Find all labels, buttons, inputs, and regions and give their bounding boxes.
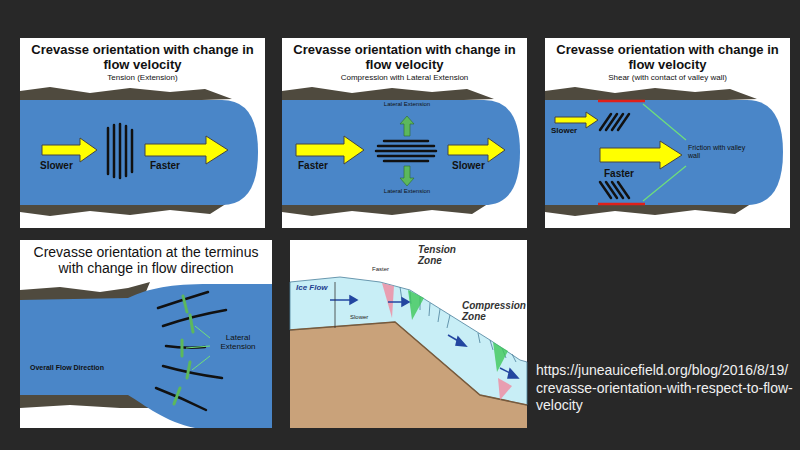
panel	[20, 38, 265, 228]
panel: Crevasse orientation at the terminus wit…	[20, 240, 272, 284]
panel	[545, 38, 790, 228]
panel-title: Crevasse orientation with change in flow…	[290, 42, 519, 72]
extension-label: Lateral Extension	[382, 101, 432, 108]
extension-label: Lateral Extension	[212, 334, 264, 352]
flow-label: Faster	[150, 160, 220, 171]
panel-title: Crevasse orientation with change in flow…	[553, 42, 782, 72]
friction	[598, 101, 686, 204]
extension-arrows	[400, 116, 414, 186]
flow-label: Faster	[298, 160, 358, 171]
panel-subtitle: Shear (with contact of valley wall)	[553, 73, 782, 83]
terminus	[20, 282, 272, 428]
leader-lines	[186, 326, 210, 370]
glacier	[545, 87, 783, 216]
flow-label: Faster	[604, 168, 654, 179]
panel-title: Crevasse orientation with change in flow…	[28, 42, 257, 72]
crevasses	[108, 114, 629, 198]
cross-section	[290, 277, 527, 428]
panel-subtitle: Tension (Extension)	[28, 73, 257, 83]
extension-label: Lateral Extension	[382, 188, 432, 195]
speed-label: Faster	[372, 266, 402, 273]
panel: Crevasse orientation with change in flow…	[545, 38, 790, 88]
zone-label: Tension Zone	[418, 244, 458, 266]
glacier	[20, 87, 258, 216]
panel-title: Crevasse orientation at the terminus wit…	[28, 244, 264, 276]
flow-label: Slower	[40, 160, 100, 171]
crevasses	[156, 292, 226, 410]
glacier	[282, 87, 520, 216]
panel	[20, 240, 272, 428]
flow-label: Overall Flow Direction	[30, 364, 130, 372]
flow-label: Slower	[551, 127, 596, 136]
zone-label: Compression Zone	[462, 300, 532, 322]
flow-label: Ice Flow	[296, 284, 334, 293]
panel	[290, 240, 527, 428]
panel-subtitle: Compression with Lateral Extension	[290, 73, 519, 83]
panel: Crevasse orientation with change in flow…	[20, 38, 265, 88]
panel: Crevasse orientation with change in flow…	[282, 38, 527, 88]
panel	[282, 38, 527, 228]
source-url: https://juneauicefield.org/blog/2016/8/1…	[536, 362, 794, 415]
friction-label: Friction with valley wall	[688, 144, 750, 159]
extension-arrows	[174, 296, 193, 404]
speed-label: Slower	[350, 314, 380, 321]
flow-label: Slower	[452, 160, 512, 171]
